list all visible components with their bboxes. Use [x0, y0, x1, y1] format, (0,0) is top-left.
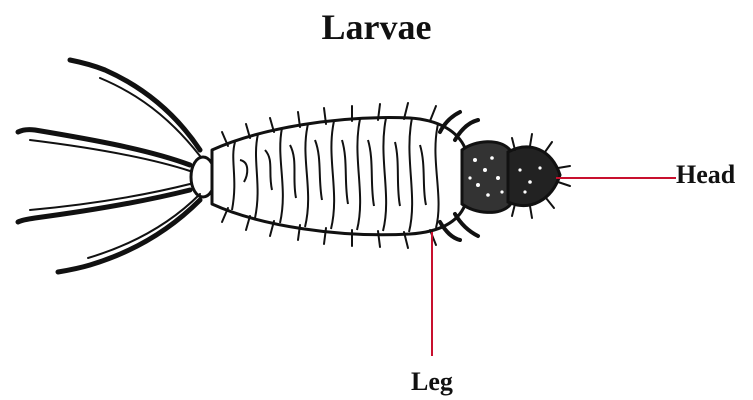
head-label: Head: [676, 160, 735, 190]
cercus-upper: [70, 60, 200, 150]
cercus-upper-mid: [18, 130, 190, 165]
larva-abdomen: [212, 103, 465, 248]
leg-label: Leg: [411, 367, 453, 397]
tail-cerci: [18, 60, 215, 272]
cercus-lower-mid: [18, 190, 190, 222]
